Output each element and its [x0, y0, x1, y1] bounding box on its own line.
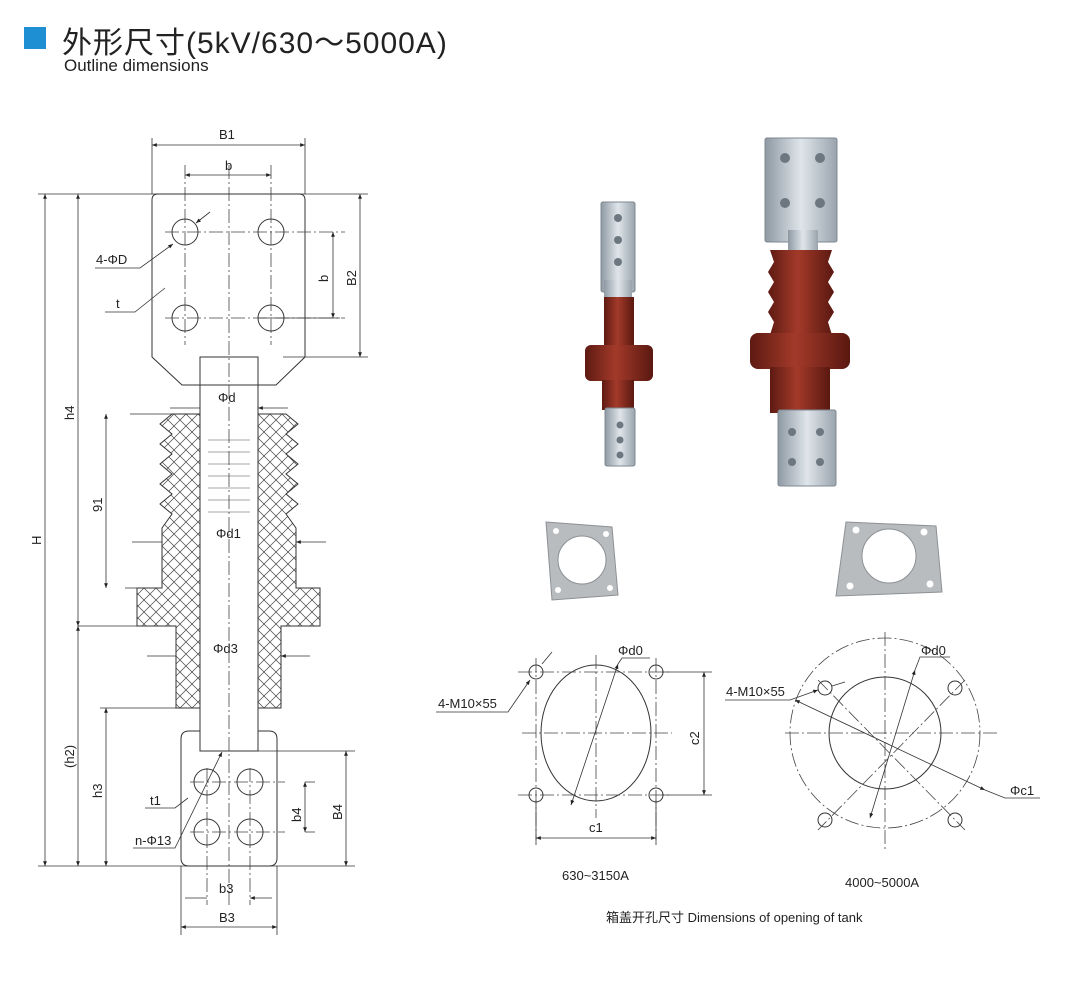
page-subtitle: Outline dimensions — [64, 56, 209, 75]
label-square-phi-d0: Φd0 — [618, 643, 643, 658]
outline-drawing: B1 b 4-ΦD t b B2 Φd h4 H 91 Φd1 Φd3 (h2)… — [29, 127, 368, 935]
large-gasket-photo — [835, 521, 943, 597]
small-gasket-photo — [545, 521, 619, 601]
large-bushing-photo — [750, 137, 850, 487]
label-91: 91 — [90, 498, 105, 512]
top-plate-holes — [171, 218, 285, 332]
label-B1: B1 — [219, 127, 235, 142]
label-phi-d1: Φd1 — [216, 526, 241, 541]
tank-opening-square: Φd0 4-M10×55 c2 c1 630~3150A — [436, 643, 712, 883]
label-c2: c2 — [687, 731, 702, 745]
tank-opening-round: Φd0 4-M10×55 Φc1 4000~5000A — [725, 632, 1040, 890]
label-c1: c1 — [589, 820, 603, 835]
label-holes-phiD: 4-ΦD — [96, 252, 127, 267]
label-t: t — [116, 296, 120, 311]
label-square-rating: 630~3150A — [562, 868, 629, 883]
label-t1: t1 — [150, 793, 161, 808]
label-B4: B4 — [330, 804, 345, 820]
bottom-plate-holes — [193, 768, 264, 846]
label-h3: h3 — [90, 784, 105, 798]
label-round-rating: 4000~5000A — [845, 875, 919, 890]
bolt-holes — [817, 680, 963, 828]
label-round-phi-d0: Φd0 — [921, 643, 946, 658]
label-n-holes: n-Φ13 — [135, 833, 171, 848]
page-title: 外形尺寸(5kV/630～5000A) — [62, 27, 448, 60]
tank-opening-caption: 箱盖开孔尺寸 Dimensions of opening of tank — [606, 910, 863, 925]
label-H: H — [29, 536, 44, 545]
label-b4: b4 — [289, 808, 304, 822]
label-b-side: b — [316, 275, 331, 282]
insulator-body — [136, 413, 201, 709]
label-round-bolts: 4-M10×55 — [726, 684, 785, 699]
small-bushing-photo — [585, 201, 653, 467]
label-phi-c1: Φc1 — [1010, 783, 1034, 798]
label-B3: B3 — [219, 910, 235, 925]
label-square-bolts: 4-M10×55 — [438, 696, 497, 711]
header-square-icon — [24, 27, 46, 49]
label-phi-d3: Φd3 — [213, 641, 238, 656]
label-h2: (h2) — [62, 745, 77, 768]
top-terminal-plate — [151, 193, 306, 386]
label-B2: B2 — [344, 270, 359, 286]
label-b-top: b — [225, 158, 232, 173]
label-b3: b3 — [219, 881, 233, 896]
label-h4: h4 — [62, 406, 77, 420]
label-phi-d: Φd — [218, 390, 236, 405]
